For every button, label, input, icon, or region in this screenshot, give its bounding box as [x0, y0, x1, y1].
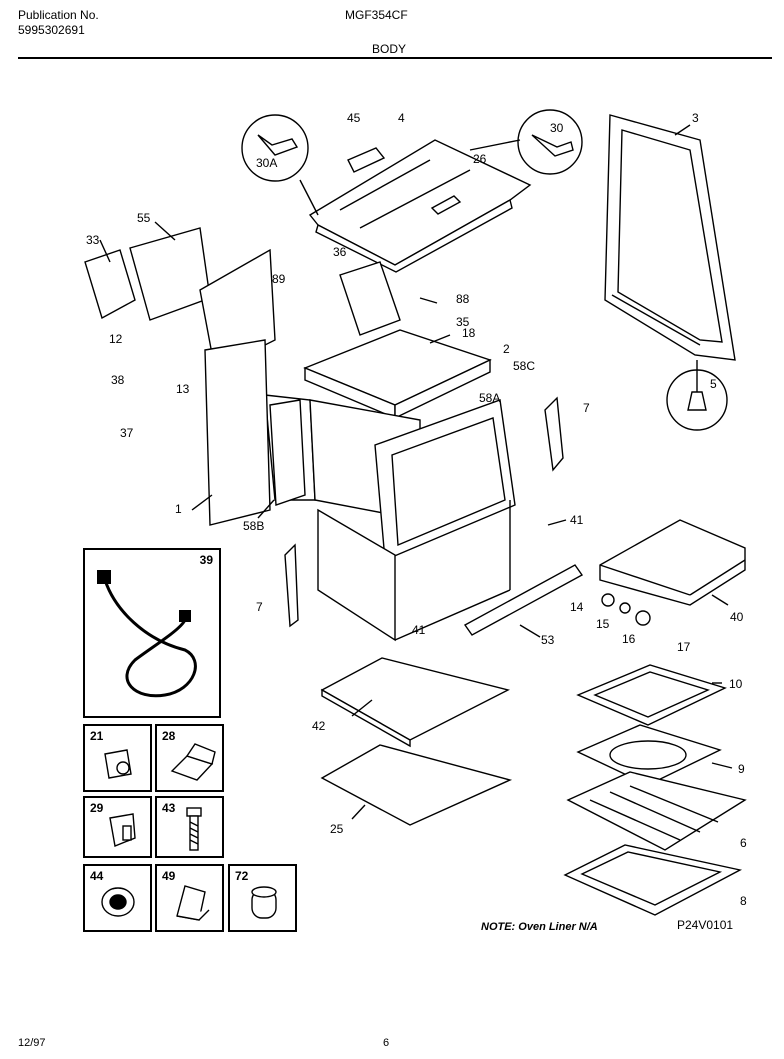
inset-box-43: 43: [155, 796, 224, 858]
section-title: BODY: [372, 42, 407, 56]
power-cord-icon: [97, 570, 197, 698]
callout-12: 12: [109, 332, 123, 346]
inset-label-28: 28: [162, 729, 176, 743]
callout-37: 37: [120, 426, 134, 440]
callout-7-left: 7: [256, 600, 263, 614]
footer-page: 6: [383, 1037, 390, 1049]
diagram-code: P24V0101: [677, 918, 734, 932]
callout-10: 10: [729, 677, 743, 691]
callout-26: 26: [473, 152, 487, 166]
callout-89: 89: [272, 272, 286, 286]
callout-53: 53: [541, 633, 555, 647]
clip-icon: [109, 813, 136, 847]
callout-3: 3: [692, 111, 699, 125]
bracket-icon: [170, 743, 216, 781]
plug-icon: [251, 886, 277, 919]
inset-label-21: 21: [90, 729, 104, 743]
callout-41-left: 41: [412, 623, 426, 637]
inset-box-49: 49: [155, 864, 224, 932]
bracket-icon: [176, 885, 210, 921]
publication-number: 5995302691: [18, 23, 85, 37]
inset-box-29: 29: [83, 796, 152, 858]
callout-36: 36: [333, 245, 347, 259]
footer-date: 12/97: [18, 1037, 46, 1049]
callout-58b: 58B: [243, 519, 265, 533]
callout-58c: 58C: [513, 359, 536, 373]
callout-18: 18: [462, 326, 476, 340]
inset-box-21: 21: [83, 724, 152, 792]
callout-45: 45: [347, 111, 361, 125]
inset-label-72: 72: [235, 869, 249, 883]
callout-33: 33: [86, 233, 100, 247]
callout-30: 30: [550, 121, 564, 135]
liner-note: NOTE: Oven Liner N/A: [481, 921, 598, 933]
callout-25: 25: [330, 822, 344, 836]
callout-16: 16: [622, 632, 636, 646]
callout-13: 13: [176, 382, 190, 396]
grommet-icon: [101, 887, 135, 917]
callout-1: 1: [175, 502, 182, 516]
header-rule: [18, 57, 772, 59]
screw-icon: [186, 807, 202, 851]
model-number: MGF354CF: [345, 8, 408, 22]
inset-label-39: 39: [199, 553, 213, 567]
callout-9: 9: [738, 762, 745, 776]
callout-88: 88: [456, 292, 470, 306]
callout-17: 17: [677, 640, 691, 654]
callout-2: 2: [503, 342, 510, 356]
publication-label: Publication No.: [18, 8, 99, 22]
callout-40: 40: [730, 610, 744, 624]
clip-icon: [104, 749, 132, 779]
callout-7-right: 7: [583, 401, 590, 415]
inset-box-28: 28: [155, 724, 224, 792]
callout-8: 8: [740, 894, 747, 908]
callout-14: 14: [570, 600, 584, 614]
inset-label-29: 29: [90, 801, 104, 815]
callout-4: 4: [398, 111, 405, 125]
callout-6: 6: [740, 836, 747, 850]
callout-30a: 30A: [256, 156, 278, 170]
callout-42: 42: [312, 719, 326, 733]
callout-35: 35: [456, 315, 470, 329]
inset-label-43: 43: [162, 801, 176, 815]
callout-15: 15: [596, 617, 610, 631]
callout-41-right: 41: [570, 513, 584, 527]
callout-5: 5: [710, 377, 717, 391]
inset-box-72: 72: [228, 864, 297, 932]
inset-label-44: 44: [90, 869, 104, 883]
inset-box-39: 39: [83, 548, 221, 718]
callout-55: 55: [137, 211, 151, 225]
callout-58a: 58A: [479, 391, 501, 405]
callout-38: 38: [111, 373, 125, 387]
inset-box-44: 44: [83, 864, 152, 932]
inset-label-49: 49: [162, 869, 176, 883]
